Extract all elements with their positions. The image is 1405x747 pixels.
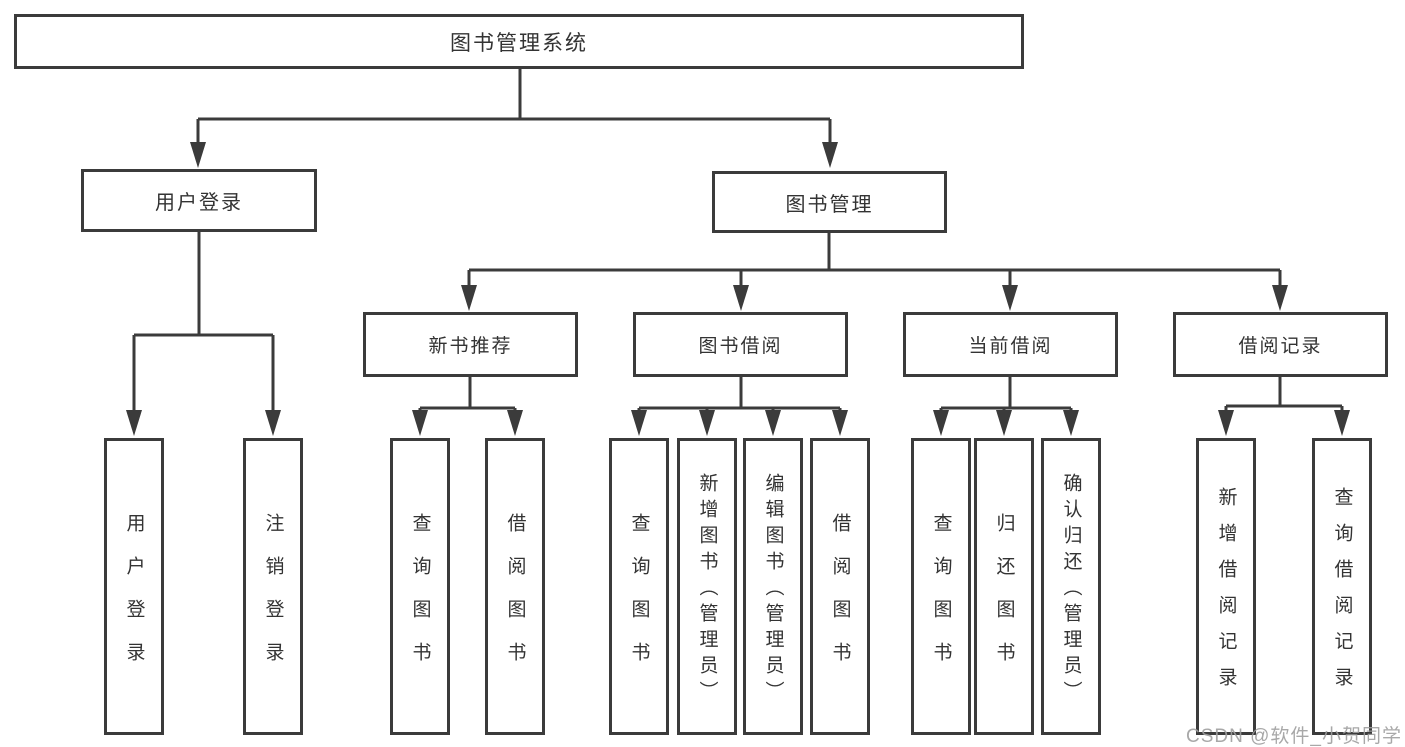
- leaf-box-newbook-borrow-books: 借阅图书: [485, 438, 545, 735]
- leaf-box-newbook-query-books: 查询图书: [390, 438, 450, 735]
- connector-new-book-to-leaves: [412, 377, 523, 436]
- leaf-box-return-books: 归还图书: [974, 438, 1034, 735]
- leaf-label-return-books: 归还图书: [993, 512, 1015, 685]
- node-box-borrow-records: 借阅记录: [1173, 312, 1388, 377]
- csdn-watermark: CSDN @软件_小贺同学: [1186, 726, 1402, 747]
- node-label-new-book-recommend: 新书推荐: [428, 336, 513, 357]
- leaf-box-add-books-admin: 新增图书（管理员）: [677, 438, 737, 735]
- leaf-label-edit-books-admin: 编辑图书（管理员）: [762, 473, 784, 707]
- node-box-book-borrow: 图书借阅: [633, 312, 848, 377]
- node-box-root: 图书管理系统: [14, 14, 1024, 69]
- connector-book-borrow-to-leaves: [631, 377, 848, 436]
- connector-current-borrow-to-leaves: [933, 377, 1079, 436]
- leaf-box-user-login: 用户登录: [104, 438, 164, 735]
- leaf-box-confirm-return-admin: 确认归还（管理员）: [1041, 438, 1101, 735]
- node-label-book-management: 图书管理: [785, 193, 874, 216]
- leaf-box-borrow-query-books: 查询图书: [609, 438, 669, 735]
- leaf-label-user-login: 用户登录: [123, 512, 145, 685]
- node-box-new-book-recommend: 新书推荐: [363, 312, 578, 377]
- node-box-user-login: 用户登录: [81, 169, 317, 232]
- node-box-current-borrow: 当前借阅: [903, 312, 1118, 377]
- leaf-label-add-books-admin: 新增图书（管理员）: [696, 473, 718, 707]
- leaf-label-query-borrow-record: 查询借阅记录: [1331, 487, 1353, 703]
- leaf-box-borrow-borrow-books: 借阅图书: [810, 438, 870, 735]
- leaf-label-borrow-query-books: 查询图书: [628, 512, 650, 685]
- leaf-box-logout: 注销登录: [243, 438, 303, 735]
- leaf-box-add-borrow-record: 新增借阅记录: [1196, 438, 1256, 735]
- connector-book-mgmt-to-level3: [461, 233, 1288, 311]
- connector-borrow-records-to-leaves: [1218, 377, 1350, 436]
- leaf-label-newbook-query-books: 查询图书: [409, 512, 431, 685]
- node-label-root: 图书管理系统: [450, 31, 588, 55]
- leaf-label-newbook-borrow-books: 借阅图书: [504, 512, 526, 685]
- leaf-box-edit-books-admin: 编辑图书（管理员）: [743, 438, 803, 735]
- leaf-label-logout: 注销登录: [262, 512, 284, 685]
- leaf-label-add-borrow-record: 新增借阅记录: [1215, 487, 1237, 703]
- connector-root-to-level2: [190, 69, 838, 168]
- node-label-book-borrow: 图书借阅: [698, 336, 783, 357]
- leaf-box-current-query-books: 查询图书: [911, 438, 971, 735]
- leaf-box-query-borrow-record: 查询借阅记录: [1312, 438, 1372, 735]
- node-label-borrow-records: 借阅记录: [1238, 336, 1323, 357]
- leaf-label-borrow-borrow-books: 借阅图书: [829, 512, 851, 685]
- node-box-book-management: 图书管理: [712, 171, 947, 233]
- connector-user-login-to-leaves: [126, 232, 281, 436]
- leaf-label-current-query-books: 查询图书: [930, 512, 952, 685]
- node-label-user-login: 用户登录: [155, 192, 243, 214]
- node-label-current-borrow: 当前借阅: [968, 336, 1053, 357]
- leaf-label-confirm-return-admin: 确认归还（管理员）: [1060, 473, 1082, 707]
